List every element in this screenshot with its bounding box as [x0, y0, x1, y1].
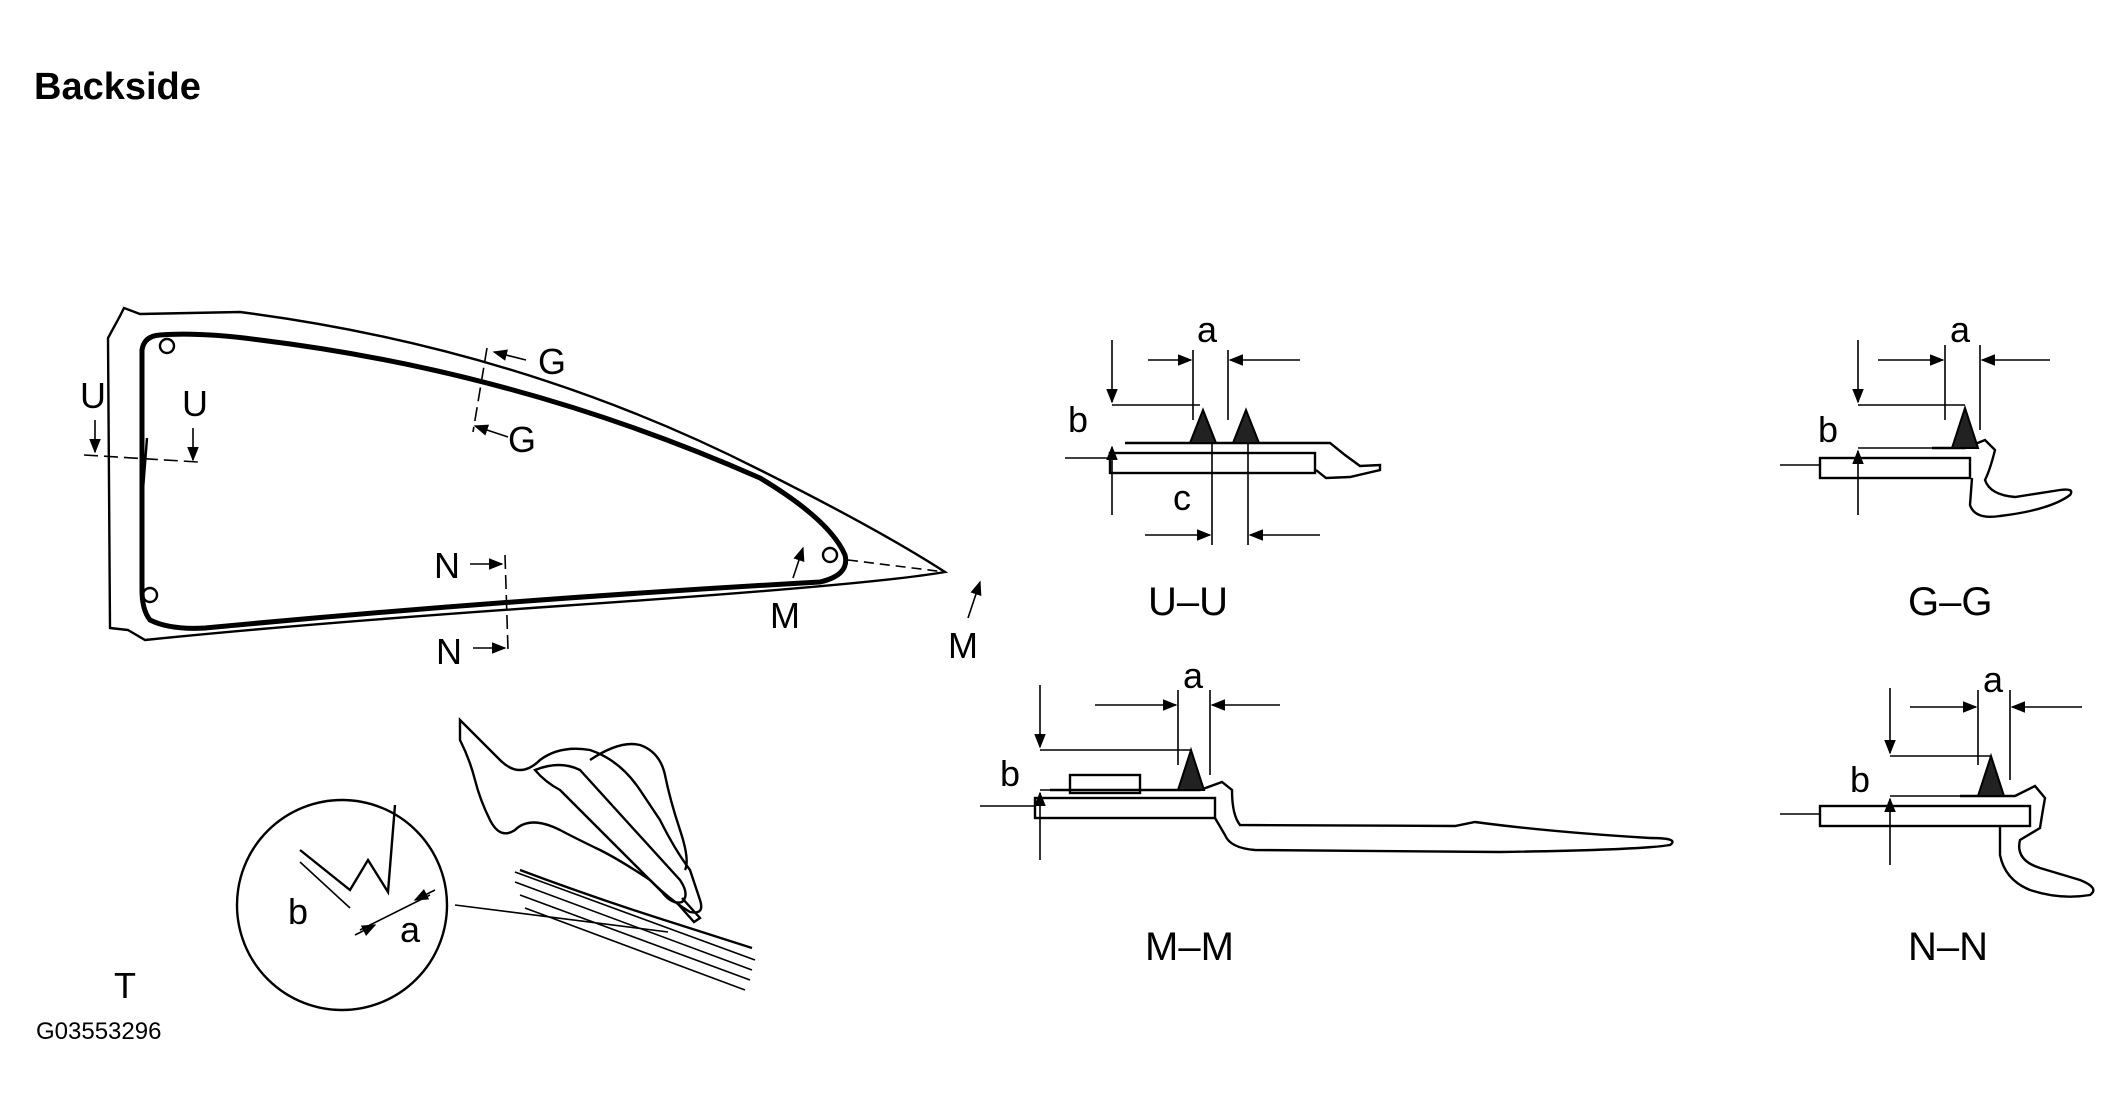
figure-code: G03553296: [36, 1018, 162, 1045]
g-top-arrow: [492, 349, 527, 361]
section-uu: a b c U–U: [1065, 309, 1382, 624]
g-bottom-arrow: [473, 424, 509, 438]
gg-bead: [1950, 404, 1980, 449]
uu-b-label: b: [1068, 399, 1088, 440]
m-right-arrow: [967, 580, 982, 619]
uu-body-panel: [1125, 441, 1382, 480]
nn-body-panel: [1960, 784, 2095, 898]
uu-a-label: a: [1197, 309, 1218, 350]
adhesive-bead-line: [139, 331, 849, 631]
detail-a-label: a: [400, 909, 421, 950]
detail-circle: [235, 798, 449, 1012]
bead-profile-zigzag: [299, 804, 397, 896]
gg-b-label: b: [1818, 409, 1838, 450]
g-top-label: G: [538, 341, 566, 382]
gun-nozzle: [677, 897, 702, 924]
mm-b-label: b: [1000, 753, 1020, 794]
detail-b-label: b: [288, 891, 308, 932]
uu-bead-1: [1188, 407, 1218, 444]
detail-b-dim-line: [299, 861, 351, 909]
mm-glass: [1033, 796, 1217, 820]
gg-body-panel: [1932, 438, 2073, 519]
nn-b-label: b: [1850, 759, 1870, 800]
g-bottom-label: G: [508, 419, 536, 460]
glass-outline-view: U U G G N N M M: [80, 306, 982, 672]
section-mm: a b M–M: [980, 655, 1674, 969]
glass-edge-layer-4: [524, 907, 746, 991]
adhesive-application-illustration: b a T: [114, 717, 756, 1012]
glass-outer-edge: [106, 306, 949, 642]
section-line-g: [472, 347, 488, 433]
n-top-label: N: [434, 545, 460, 586]
gg-a-label: a: [1950, 309, 1971, 350]
uu-caption: U–U: [1148, 580, 1228, 624]
u-left-label: U: [80, 375, 106, 416]
glass-edge-layer-1: [514, 871, 756, 961]
m-left-label: M: [770, 595, 800, 636]
hand-outline: [458, 717, 703, 914]
locator-hole-bottom-left: [141, 586, 159, 604]
mm-spacer: [1068, 773, 1142, 795]
nn-bead: [1976, 752, 2006, 797]
nn-glass: [1818, 804, 2032, 828]
zoom-connector: [454, 904, 669, 933]
dash-line-right: [847, 559, 946, 573]
m-left-arrow: [792, 546, 805, 579]
mm-a-label: a: [1183, 655, 1204, 696]
gg-caption: G–G: [1908, 580, 1992, 624]
page-title: Backside: [34, 66, 201, 108]
n-bottom-label: N: [436, 631, 462, 672]
section-line-n: [504, 554, 509, 651]
side-mark: [141, 437, 149, 491]
section-gg: a b G–G: [1780, 309, 2073, 624]
section-nn: a b N–N: [1780, 659, 2095, 969]
locator-hole-top-left: [158, 337, 176, 355]
gg-glass: [1818, 456, 1972, 480]
nn-a-label: a: [1983, 659, 2004, 700]
uu-bead-2: [1231, 407, 1261, 444]
u-right-label: U: [182, 383, 208, 424]
locator-hole-right: [821, 546, 839, 564]
tool-label: T: [114, 965, 136, 1006]
glass-edge-layer-3: [519, 894, 751, 981]
caulking-gun: [533, 763, 687, 904]
detail-a-dim-line: [359, 894, 431, 931]
applied-bead: [519, 868, 753, 950]
nn-caption: N–N: [1908, 925, 1988, 969]
mm-bead: [1176, 746, 1206, 791]
m-right-label: M: [948, 625, 978, 666]
mm-caption: M–M: [1145, 925, 1234, 969]
detail-a-arrow-left: [354, 924, 377, 936]
mm-body-panel: [1050, 780, 1674, 854]
second-hand-outline: [589, 742, 688, 871]
glass-edge-layer-2: [514, 881, 753, 971]
uu-c-label: c: [1173, 477, 1191, 518]
detail-a-arrow-right: [413, 889, 436, 901]
